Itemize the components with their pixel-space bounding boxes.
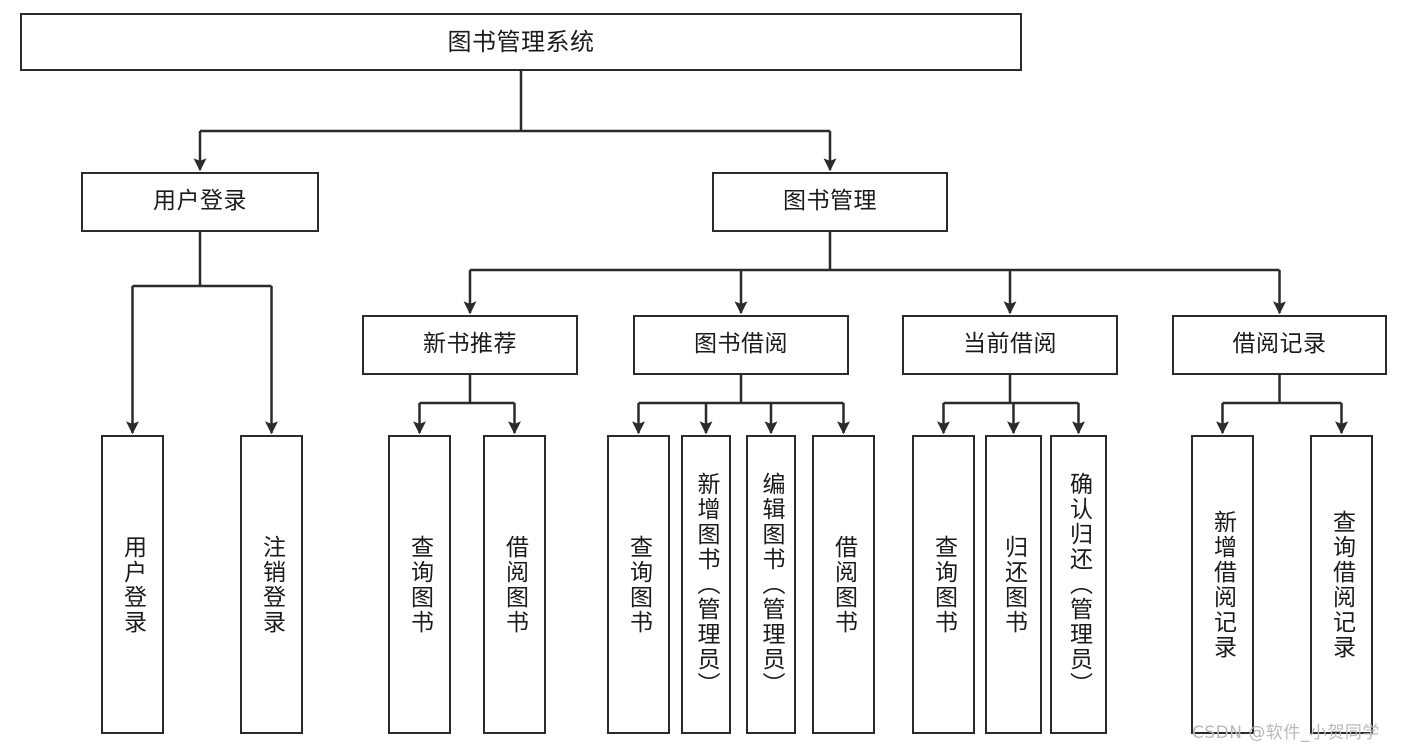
node-leaf-query-book-3[interactable]: 查询图书 [912, 435, 975, 734]
node-leaf-borrow-book-1[interactable]: 借阅图书 [483, 435, 546, 734]
node-label: 当前借阅 [963, 331, 1057, 358]
node-book-borrow[interactable]: 图书借阅 [633, 315, 849, 375]
node-label: 确认归还（管理员） [1065, 472, 1092, 697]
node-leaf-logout[interactable]: 注销登录 [240, 435, 303, 734]
node-label: 注销登录 [258, 534, 285, 635]
node-label: 借阅图书 [830, 534, 857, 635]
node-label: 用户登录 [119, 534, 146, 635]
node-label: 查询图书 [406, 534, 433, 635]
node-label: 用户登录 [153, 188, 247, 215]
node-leaf-query-book-1[interactable]: 查询图书 [388, 435, 451, 734]
node-leaf-borrow-book-2[interactable]: 借阅图书 [812, 435, 875, 734]
node-leaf-query-book-2[interactable]: 查询图书 [607, 435, 670, 734]
node-book-manage[interactable]: 图书管理 [712, 172, 948, 232]
node-leaf-query-record[interactable]: 查询借阅记录 [1310, 435, 1373, 734]
node-label: 查询图书 [625, 534, 652, 635]
node-leaf-return-book[interactable]: 归还图书 [985, 435, 1042, 734]
node-leaf-add-book[interactable]: 新增图书（管理员） [681, 435, 731, 734]
node-label: 查询图书 [930, 534, 957, 635]
node-label: 图书管理 [783, 188, 877, 215]
node-user-login[interactable]: 用户登录 [81, 172, 319, 232]
node-label: 图书管理系统 [447, 27, 595, 56]
node-borrow-record[interactable]: 借阅记录 [1172, 315, 1387, 375]
node-new-book-rec[interactable]: 新书推荐 [362, 315, 578, 375]
node-leaf-add-record[interactable]: 新增借阅记录 [1191, 435, 1254, 734]
node-leaf-confirm-return[interactable]: 确认归还（管理员） [1050, 435, 1107, 734]
node-root[interactable]: 图书管理系统 [20, 13, 1022, 71]
node-label: 图书借阅 [694, 331, 788, 358]
node-label: 新增借阅记录 [1209, 509, 1236, 660]
node-label: 查询借阅记录 [1328, 509, 1355, 660]
node-leaf-user-login[interactable]: 用户登录 [101, 435, 164, 734]
node-leaf-edit-book[interactable]: 编辑图书（管理员） [746, 435, 796, 734]
node-label: 归还图书 [1000, 534, 1027, 635]
node-label: 借阅记录 [1232, 331, 1327, 358]
node-label: 新书推荐 [423, 331, 517, 358]
node-label: 新增图书（管理员） [693, 472, 720, 697]
node-current-borrow[interactable]: 当前借阅 [902, 315, 1118, 375]
node-label: 借阅图书 [501, 534, 528, 635]
node-label: 编辑图书（管理员） [758, 472, 785, 697]
